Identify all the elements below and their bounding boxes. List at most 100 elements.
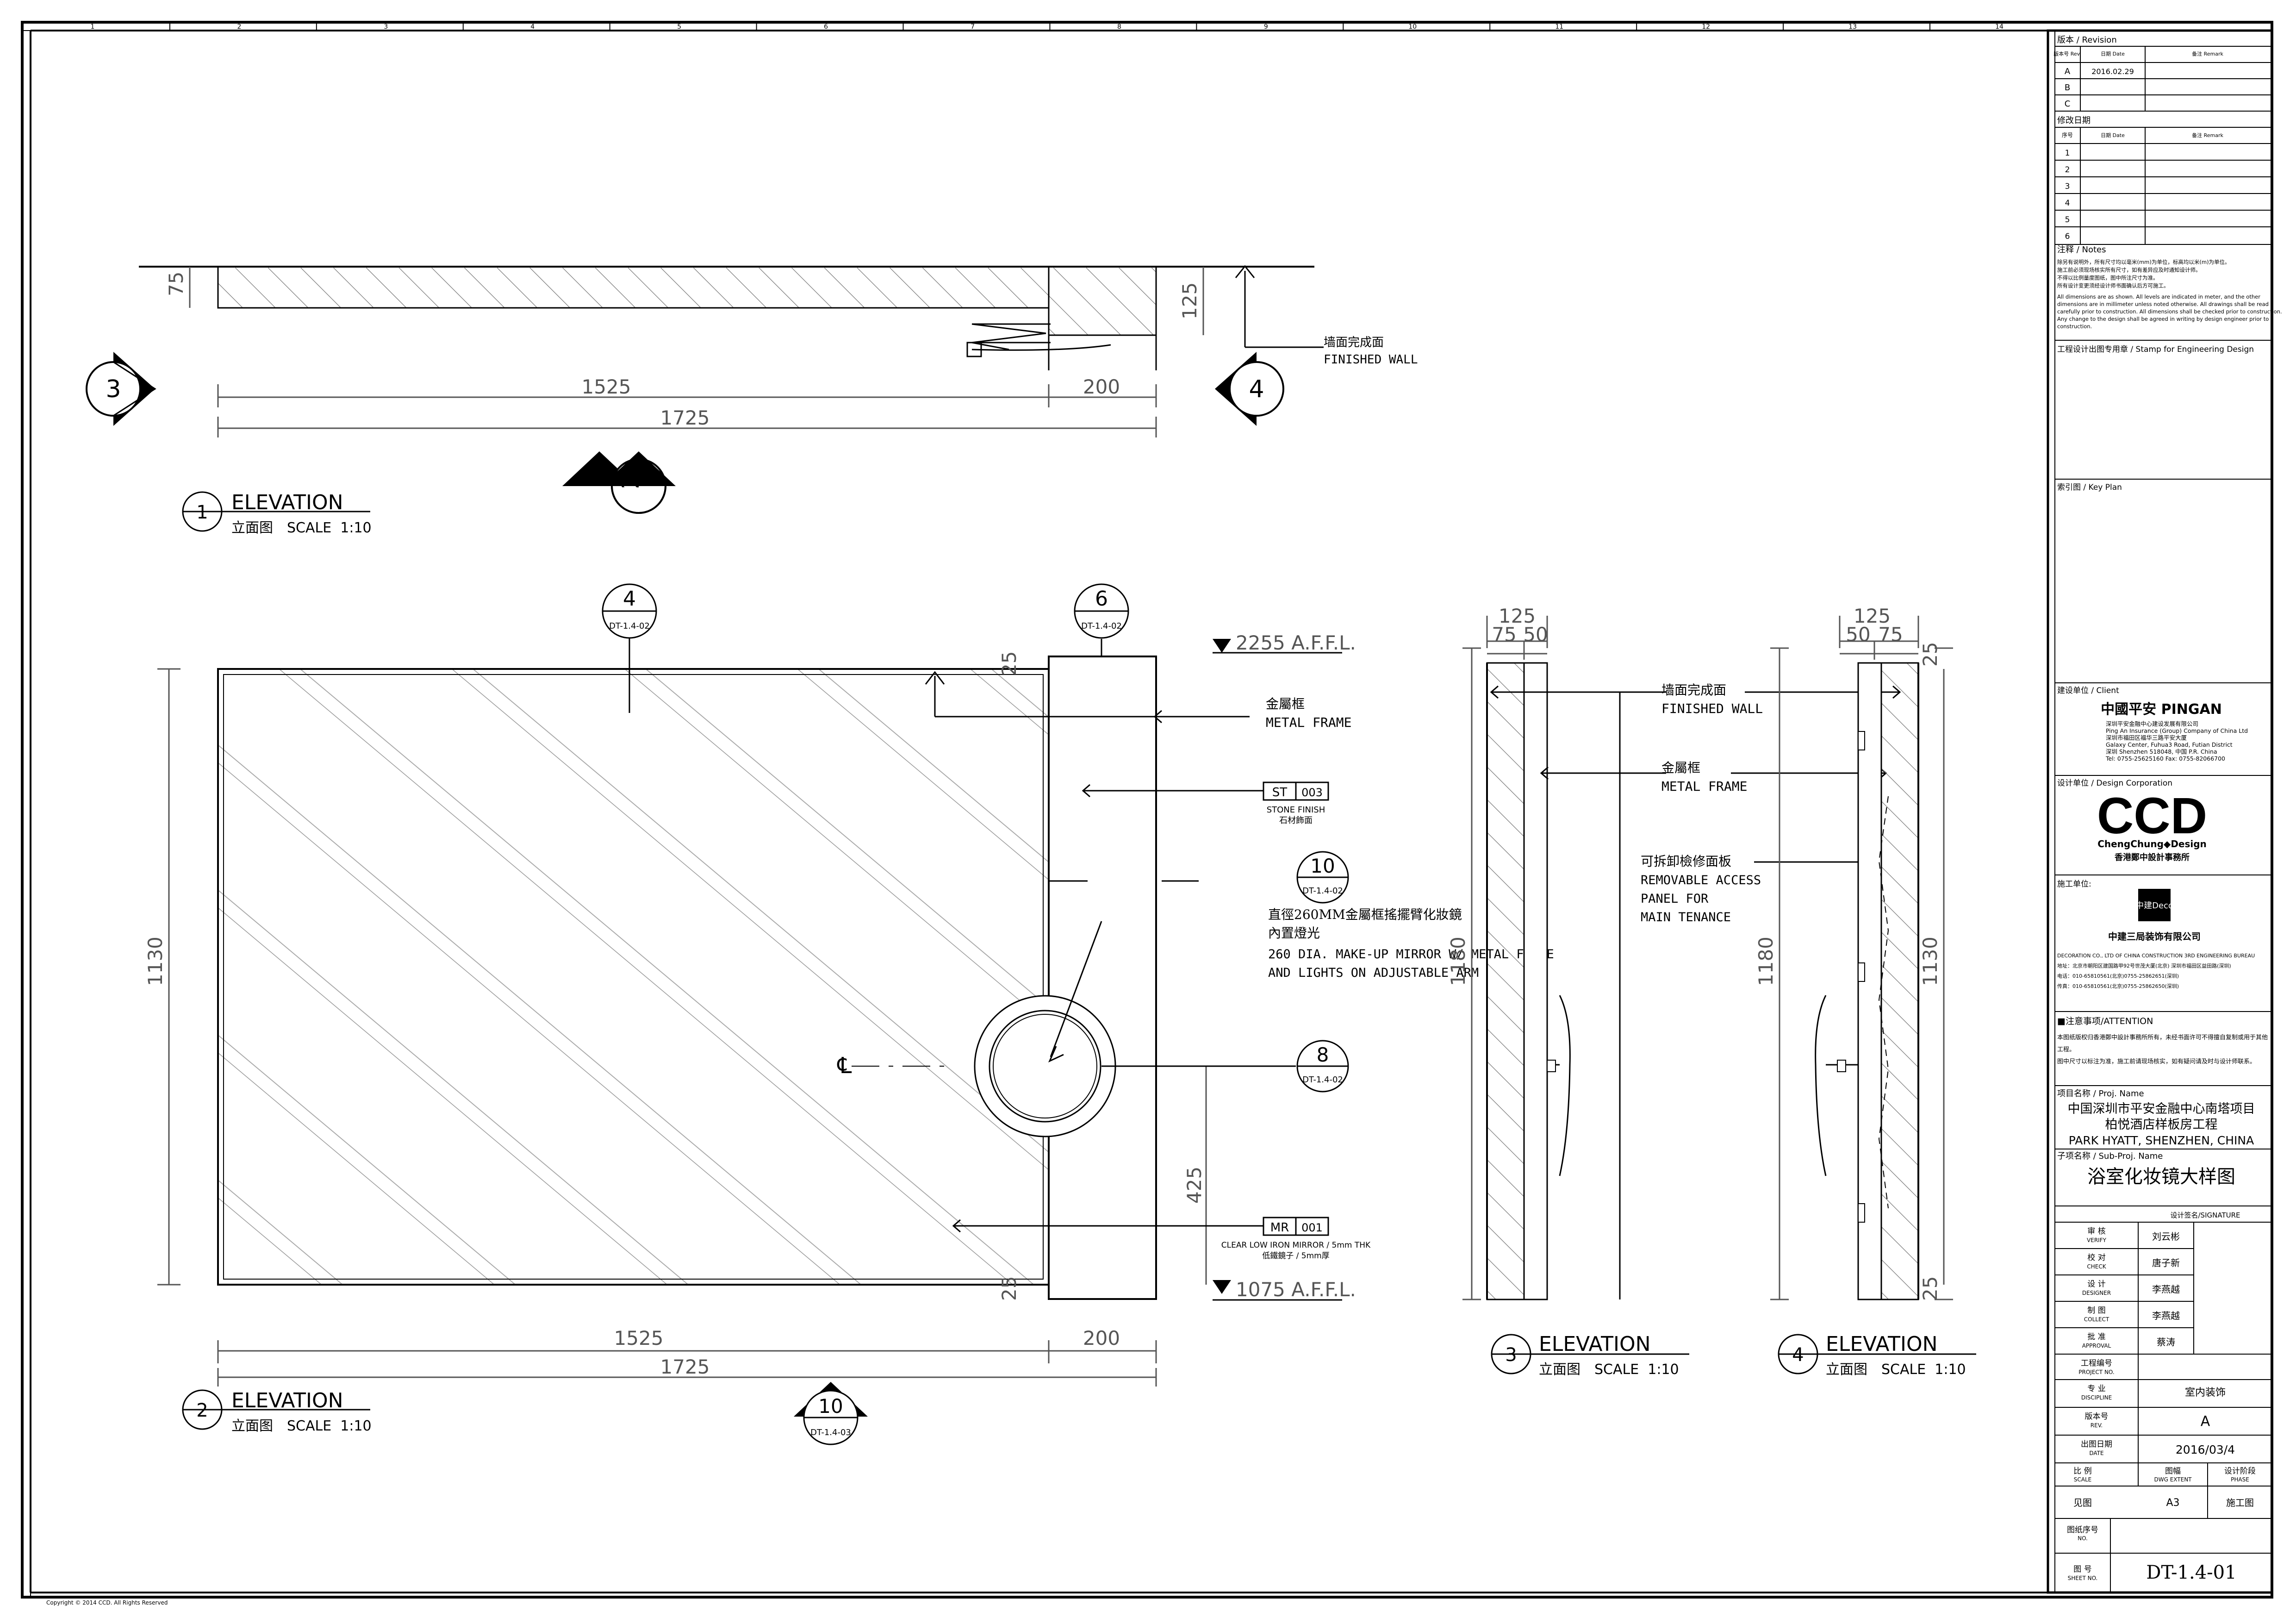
tb-client-line: 深圳 Shenzhen 518048, 中国 P.R. China	[2106, 748, 2217, 755]
tb-rev-en: REV.	[2091, 1422, 2103, 1429]
v2-stone-num: 003	[1301, 786, 1323, 799]
v2-stone-en: STONE FINISH	[1267, 805, 1325, 815]
v1-title-num: 1	[196, 502, 208, 523]
tb-design-logo-cn: 香港鄭中設計事務所	[2114, 852, 2190, 862]
tb-contractor-lines: DECORATION CO., LTD OF CHINA CONSTRUCTIO…	[2057, 953, 2255, 989]
v3-dim-75: 75	[1492, 623, 1516, 646]
v1-section-marker-3-num: 3	[106, 375, 121, 403]
v2-detail-tag-6-ref: DT-1.4-02	[1081, 621, 1122, 631]
v1-dim-125: 125	[1178, 282, 1201, 319]
v1-section-marker-4: 4	[1215, 352, 1284, 426]
tb-sig-name: 刘云彬	[2152, 1231, 2180, 1242]
v2-detail-tag-6-num: 6	[1095, 587, 1108, 611]
tb-attention-line: 工程。	[2057, 1046, 2075, 1053]
tb-mod-row-num: 6	[2065, 232, 2070, 241]
v2-dim-1525: 1525	[614, 1327, 664, 1349]
v2-detail-tag-8-num: 8	[1317, 1043, 1329, 1066]
v1-section-marker-2: 2	[562, 451, 676, 514]
v1-finished-wall-en: FINISHED WALL	[1324, 353, 1418, 367]
tb-seq-en: NO.	[2078, 1535, 2088, 1542]
v2-stone-code: ST	[1272, 786, 1288, 800]
grid-number: 4	[530, 23, 535, 31]
v2-metal-frame-cn: 金屬框	[1266, 696, 1305, 712]
v3-title: 3 ELEVATION 立面图 SCALE 1:10	[1491, 1332, 1689, 1378]
v1-title-en: ELEVATION	[231, 491, 343, 514]
v2-title: 2 ELEVATION 立面图 SCALE 1:10	[182, 1389, 372, 1434]
v2-title-scale: SCALE 1:10	[287, 1418, 372, 1434]
tb-note-cn: 不得以比例量度图纸，图中所注尺寸为准。	[2057, 275, 2159, 281]
tb-contractor-logo: 中建Deco	[2135, 901, 2173, 911]
v1-dim-75: 75	[165, 272, 187, 296]
tb-discipline-en: DISCIPLINE	[2081, 1394, 2112, 1401]
v2-section-marker-10-ref: DT-1.4-03	[810, 1428, 851, 1437]
tb-rev-col-1: 版本号 Rev.	[2053, 50, 2081, 57]
tb-contractor-name: 中建三局装饰有限公司	[2108, 931, 2201, 942]
v2-level-bottom: 1075 A.F.F.L.	[1236, 1278, 1356, 1301]
mid-metal-frame-en: METAL FRAME	[1661, 779, 1747, 794]
v1-dim-200: 200	[1083, 375, 1120, 398]
v2-mr-cn: 低鐵鏡子 / 5mm厚	[1262, 1251, 1329, 1261]
tb-mod-row-num: 1	[2065, 149, 2070, 158]
v2-detail-tag-4-num: 4	[623, 587, 636, 611]
tb-mod-col-3: 备注 Remark	[2192, 132, 2223, 138]
v3-title-scale: SCALE 1:10	[1594, 1362, 1679, 1378]
mid-finished-wall-cn: 墙面完成面	[1661, 682, 1726, 698]
tb-phase-en: PHASE	[2231, 1476, 2249, 1483]
v3-title-num: 3	[1505, 1344, 1517, 1366]
tb-attention-line: 图中尺寸以标注为准，施工前请现场核实，如有疑问请及时与设计师联系。	[2057, 1058, 2256, 1065]
v2-detail-tag-10-num: 10	[1310, 855, 1335, 877]
grid-number: 9	[1264, 23, 1268, 31]
tb-rev-row-b: B	[2065, 83, 2070, 93]
tb-rev-col-2: 日期 Date	[2101, 51, 2125, 57]
tb-proj-cn2: 柏悦酒店样板房工程	[2105, 1118, 2218, 1132]
tb-note-en: All dimensions are as shown. All levels …	[2057, 294, 2260, 300]
tb-sig-role-en: CHECK	[2087, 1263, 2106, 1270]
tb-sub-header: 子项名称 / Sub-Proj. Name	[2057, 1151, 2163, 1161]
tb-sheet-en: SHEET NO.	[2068, 1575, 2098, 1581]
tb-sig-role-en: VERIFY	[2087, 1237, 2107, 1243]
tb-client-header: 建设单位 / Client	[2057, 686, 2119, 695]
mid-metal-frame-cn: 金屬框	[1661, 760, 1700, 775]
grid-number: 3	[384, 23, 388, 31]
v4-title-cn: 立面图	[1826, 1362, 1867, 1378]
tb-sig-role-cn: 批 准	[2087, 1332, 2105, 1342]
v4-dim-75: 75	[1878, 623, 1903, 646]
grid-number: 14	[1995, 23, 2004, 31]
tb-projno-en: PROJECT NO.	[2078, 1369, 2114, 1375]
tb-extent-en: DWG EXTENT	[2154, 1476, 2192, 1483]
tb-proj-cn1: 中国深圳市平安金融中心南塔项目	[2068, 1102, 2255, 1116]
tb-mod-row-num: 4	[2065, 199, 2070, 208]
v2-mirror-note-cn2: 內置燈光	[1268, 925, 1320, 941]
tb-contractor-line: 传真：010-65810561(北京)0755-25862650(深圳)	[2057, 983, 2179, 989]
tb-contractor-line: DECORATION CO., LTD OF CHINA CONSTRUCTIO…	[2057, 953, 2255, 959]
v1-section-marker-4-num: 4	[1249, 375, 1264, 403]
v2-mirror-note-en2: AND LIGHTS ON ADJUSTABLE ARM	[1268, 966, 1479, 980]
tb-proj-header: 项目名称 / Proj. Name	[2057, 1089, 2144, 1099]
v1-title: 1 ELEVATION 立面图 SCALE 1:10	[182, 491, 372, 536]
tb-client-line: 深圳平安金融中心建设发展有限公司	[2106, 720, 2198, 727]
tb-design-header: 设计单位 / Design Corporation	[2057, 779, 2172, 788]
tb-rev-row-a-date: 2016.02.29	[2091, 67, 2134, 76]
tb-client-line: Ping An Insurance (Group) Company of Chi…	[2106, 727, 2248, 734]
tb-sig-name: 蔡涛	[2157, 1337, 2175, 1348]
tb-client-line: 深圳市福田区福华三路平安大厦	[2106, 734, 2187, 741]
tb-sig-role-cn: 设 计	[2087, 1280, 2105, 1289]
tb-mod-header: 修改日期	[2057, 116, 2091, 125]
grid-number: 7	[971, 23, 975, 31]
tb-sig-role-en: DESIGNER	[2082, 1290, 2111, 1296]
tb-contractor-logo-icon	[2138, 889, 2171, 921]
tb-note-en: carefully prior to construction. All dim…	[2057, 308, 2282, 315]
v2-detail-tag-10: 10 DT-1.4-02	[1296, 851, 1349, 904]
v4-title: 4 ELEVATION 立面图 SCALE 1:10	[1778, 1332, 1976, 1378]
tb-client-line: Galaxy Center, Fuhua3 Road, Futian Distr…	[2106, 741, 2233, 748]
tb-mod-col-1: 序号	[2062, 131, 2073, 138]
tb-keyplan-header: 索引图 / Key Plan	[2057, 483, 2122, 492]
tb-note-en: Any change to the design shall be agreed…	[2057, 316, 2269, 322]
tb-scale-cn: 比 例	[2073, 1467, 2091, 1476]
v2-detail-tag-8-ref: DT-1.4-02	[1302, 1075, 1343, 1085]
v4-title-en: ELEVATION	[1826, 1332, 1937, 1356]
